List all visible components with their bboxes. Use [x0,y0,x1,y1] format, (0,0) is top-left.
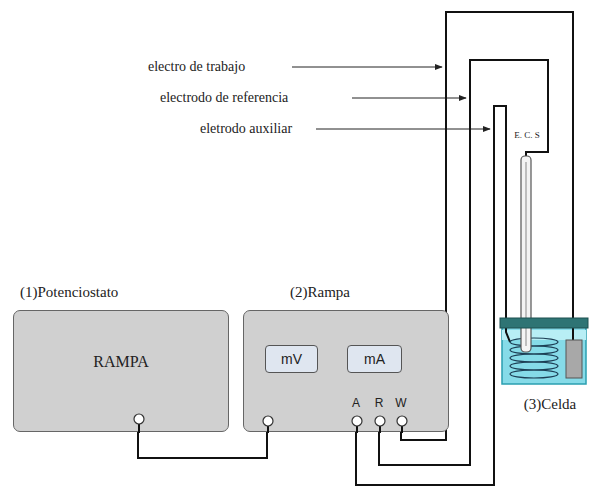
terminal-label: R [375,394,384,412]
electrode-label: eletrodo auxiliar [200,120,292,138]
electrochemical-cell: (3)Celda [498,146,596,418]
node-illustration [498,146,590,418]
box-text: (3)Celda [498,396,596,413]
electrode-label: electro de trabajo [148,58,245,76]
voltmeter-display: mV [265,345,318,373]
leader-line [352,98,466,99]
box-heading: (2)Rampa [290,284,350,301]
ammeter-display: mA [347,345,402,373]
wire [379,60,548,465]
ramp-box: mVmA(2)Rampa [243,310,449,432]
box-heading: (1)Potenciostato [20,284,118,301]
wire [138,432,267,458]
terminal-label: A [352,394,360,412]
box-text: RAMPA [14,353,228,371]
box-text: mV [281,351,302,367]
potentiostat-box: (1)PotenciostatoRAMPA [13,310,229,432]
node-illustration [14,311,220,433]
leader-line [292,67,442,68]
box-text: mA [364,351,385,367]
leader-line [316,129,490,130]
electrode-label: electrodo de referencia [160,89,288,107]
terminal-label: W [395,394,406,412]
electrode-name: E. C. S [514,126,540,144]
